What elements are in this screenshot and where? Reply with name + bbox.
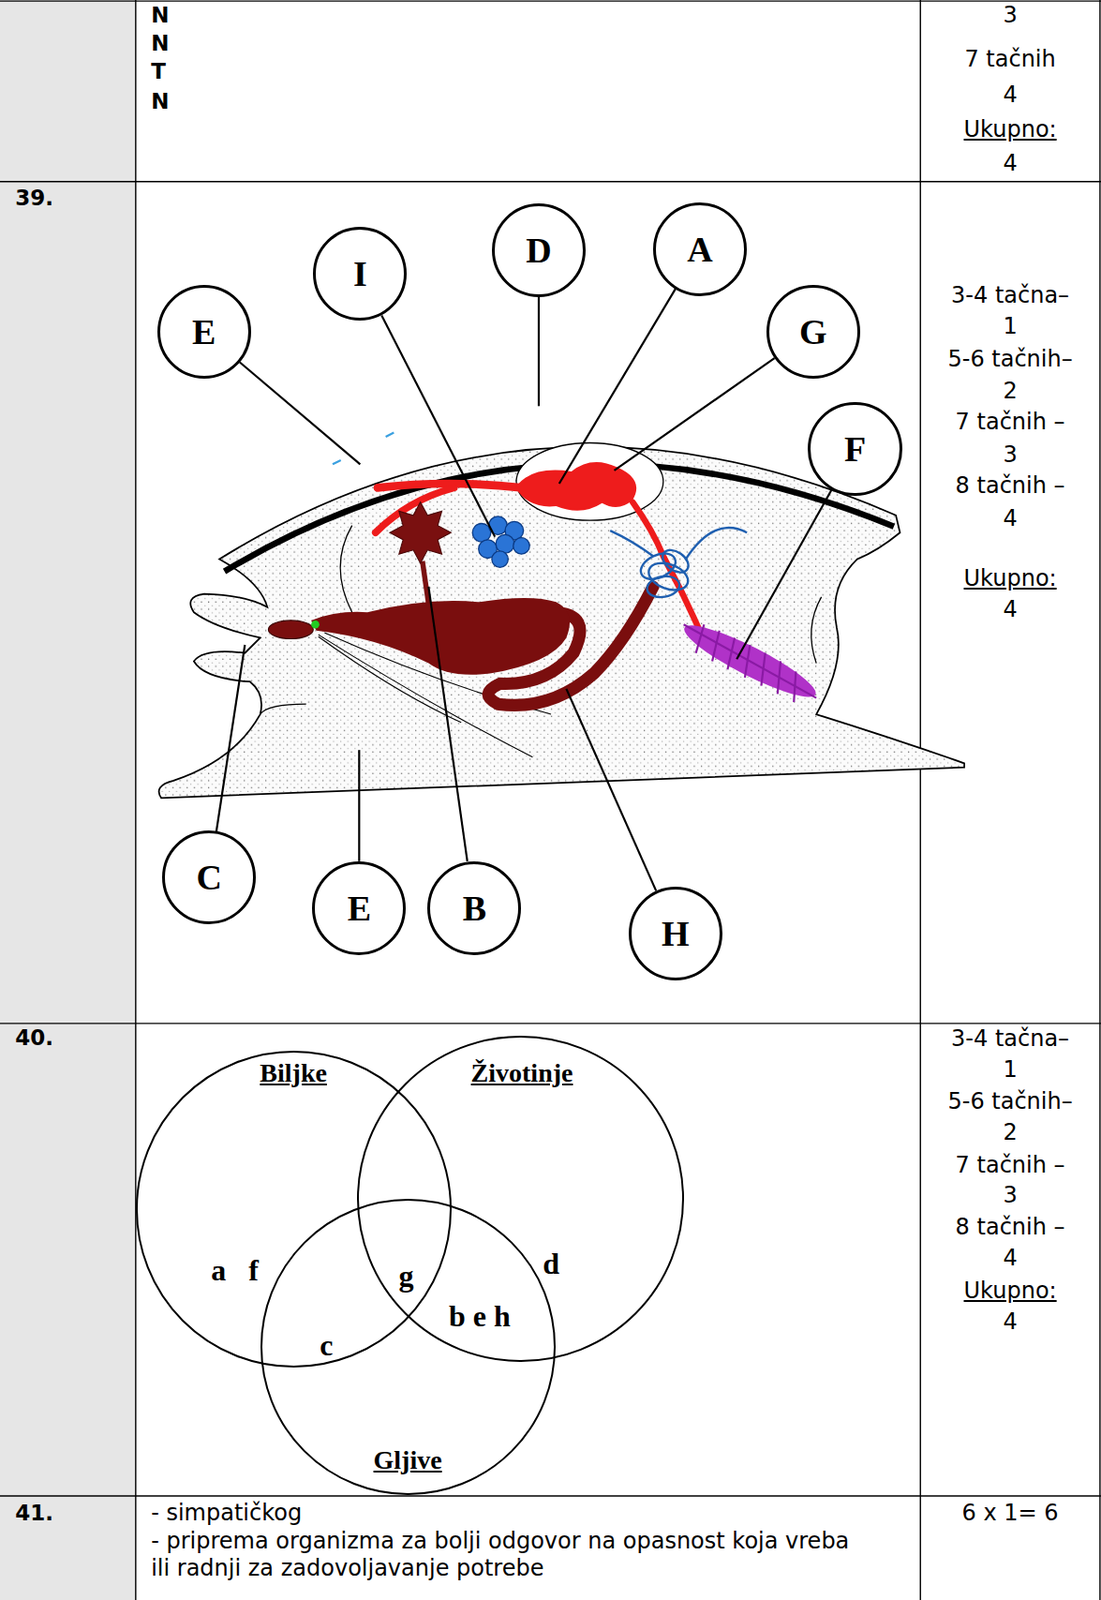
callout-circle: H <box>628 886 723 981</box>
body-outline <box>159 446 966 799</box>
venn-heading: Gljive <box>373 1444 443 1475</box>
table-cell-text: N <box>150 30 169 58</box>
mouth-dot <box>311 620 320 629</box>
answer-text: - priprema organizma za bolji odgovor na… <box>150 1527 873 1582</box>
stomach <box>311 597 570 675</box>
score-text: 3-4 tačna– <box>951 1025 1070 1053</box>
callout-circle: G <box>766 284 861 379</box>
score-text: 2 <box>1002 377 1017 405</box>
score-text: 5-6 tačnih– <box>947 345 1072 373</box>
callout-circle: A <box>653 202 747 297</box>
score-text: 3 <box>1002 1181 1017 1209</box>
number-column <box>0 0 136 1600</box>
venn-letter: b e h <box>448 1297 511 1334</box>
score-text: 7 tačnih – <box>955 408 1066 436</box>
venn-letter: g <box>398 1257 414 1294</box>
venn-letter: c <box>319 1326 333 1363</box>
score-text: 4 <box>1002 149 1017 178</box>
score-total: Ukupno: <box>964 565 1057 593</box>
callout-letter: D <box>525 229 551 271</box>
vessel <box>632 502 706 645</box>
score-text: 5-6 tačnih– <box>947 1087 1072 1116</box>
callout-letter: F <box>844 428 866 470</box>
row-border <box>0 1022 1101 1024</box>
score-text: 7 tačnih – <box>955 1151 1066 1179</box>
gill <box>678 614 823 707</box>
mollusc-illustration <box>159 288 966 891</box>
callout-letter: C <box>196 856 223 898</box>
score-text: 3 <box>1002 441 1017 469</box>
answer-text: - simpatičkog <box>150 1499 302 1527</box>
column-border <box>1099 0 1101 1600</box>
score-text: 6 x 1= 6 <box>962 1499 1059 1527</box>
kidney-coil <box>610 527 747 600</box>
venn-heading: Životinje <box>471 1057 574 1088</box>
venn-letter: a f <box>210 1251 259 1288</box>
score-text: 8 tačnih – <box>955 472 1066 500</box>
row-border <box>0 1494 1101 1496</box>
score-text: 1 <box>1002 312 1017 341</box>
table-cell-text: N <box>150 2 169 30</box>
table-cell-text: N <box>150 89 169 116</box>
callout-circle: B <box>427 861 521 955</box>
column-border <box>920 0 922 1600</box>
blue-gland <box>472 516 530 567</box>
mantle-fold <box>811 596 822 664</box>
row-border <box>0 180 1101 182</box>
callout-letter: A <box>686 228 713 270</box>
venn-circle: Biljke <box>135 1050 453 1368</box>
venn-letter: d <box>542 1245 560 1281</box>
score-text: 3-4 tačna– <box>951 282 1070 310</box>
score-text: 4 <box>1002 1244 1017 1272</box>
score-text: 2 <box>1002 1118 1017 1146</box>
callout-circle: F <box>807 401 902 496</box>
score-text: 7 tačnih <box>964 45 1056 74</box>
score-text: 8 tačnih – <box>955 1213 1066 1241</box>
callout-circle: I <box>312 226 407 321</box>
leader-lines <box>216 288 833 891</box>
callout-circle: E <box>312 861 406 955</box>
venn-circle: Gljive <box>260 1198 557 1495</box>
score-text: 4 <box>1002 505 1017 533</box>
score-total: Ukupno: <box>964 1277 1057 1305</box>
callout-letter: G <box>799 311 828 353</box>
row-number: 41. <box>14 1500 54 1527</box>
callout-letter: E <box>347 887 372 929</box>
score-text: 4 <box>1002 1308 1017 1336</box>
callout-letter: H <box>661 912 690 954</box>
heart <box>515 461 637 511</box>
callout-circle: D <box>491 203 586 298</box>
foot-fold <box>260 703 307 715</box>
mouth <box>267 620 313 640</box>
venn-heading: Biljke <box>259 1057 328 1088</box>
column-border <box>134 0 136 1600</box>
gland-duct <box>422 561 430 605</box>
score-text: 3 <box>1002 1 1017 30</box>
callout-circle: E <box>157 284 252 379</box>
row-border <box>0 0 1101 1</box>
table-cell-text: T <box>150 59 166 86</box>
callout-circle: C <box>162 830 256 924</box>
row-number: 39. <box>14 185 54 212</box>
callout-letter: I <box>353 252 368 295</box>
row-number: 40. <box>14 1025 54 1052</box>
callout-letter: E <box>192 311 216 353</box>
score-text: 4 <box>1002 595 1017 624</box>
score-text: 1 <box>1002 1056 1017 1084</box>
score-total: Ukupno: <box>964 116 1057 144</box>
digestive-gland <box>389 502 451 564</box>
callout-letter: B <box>462 887 487 929</box>
score-text: 4 <box>1002 81 1017 109</box>
mantle-fold <box>340 525 353 613</box>
